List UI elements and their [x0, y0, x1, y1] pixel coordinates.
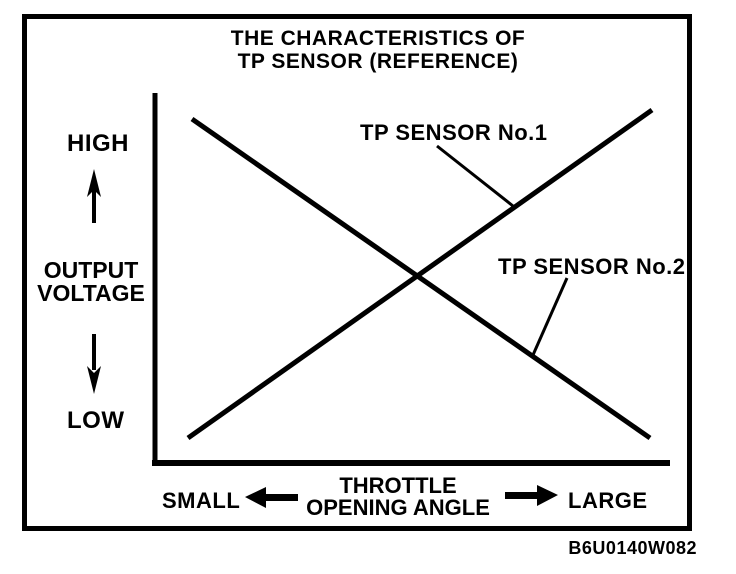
y-axis-low-label: LOW — [67, 407, 125, 434]
x-axis-title-line1: THROTTLE — [339, 473, 457, 498]
y-axis-title-line2: VOLTAGE — [37, 280, 145, 306]
x-axis-small-label: SMALL — [162, 488, 241, 513]
figure-title-line2: TP SENSOR (REFERENCE) — [237, 50, 519, 73]
x-axis-title: THROTTLE OPENING ANGLE — [306, 475, 490, 519]
figure-title: THE CHARACTERISTICS OF TP SENSOR (REFERE… — [231, 27, 526, 73]
sensor2-leader-line — [531, 277, 569, 356]
sensor1-label: TP SENSOR No.1 — [360, 120, 548, 145]
y-axis-title: OUTPUT VOLTAGE — [37, 259, 145, 305]
y-axis-title-line1: OUTPUT — [43, 257, 139, 283]
low-arrow-icon — [87, 334, 101, 394]
x-axis-title-line2: OPENING ANGLE — [306, 495, 490, 520]
high-arrow-icon — [87, 169, 101, 223]
sensor1-leader-line — [436, 144, 514, 208]
y-axis-high-label: HIGH — [67, 130, 129, 157]
sensor1-line — [186, 107, 654, 441]
sensor2-line — [190, 116, 652, 441]
x-axis-large-label: LARGE — [568, 488, 648, 513]
sensor2-label: TP SENSOR No.2 — [498, 254, 686, 279]
figure-code: B6U0140W082 — [568, 538, 697, 558]
figure-title-line1: THE CHARACTERISTICS OF — [230, 27, 526, 50]
large-arrow-icon — [505, 485, 558, 506]
small-arrow-icon — [245, 487, 298, 508]
figure-border — [22, 14, 692, 531]
